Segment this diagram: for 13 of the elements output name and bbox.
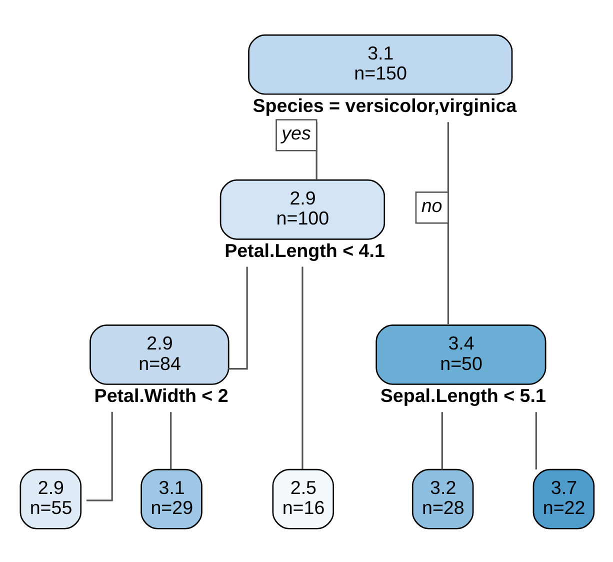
connector [170, 412, 172, 469]
node-label: Petal.Length < 4.1 [224, 239, 385, 260]
connector [441, 412, 443, 469]
node-label: Species = versicolor,virginica [252, 94, 517, 116]
node-label: Petal.Width < 2 [94, 384, 228, 406]
node-label: Sepal.Length < 5.1 [380, 384, 546, 406]
connector [86, 411, 113, 501]
connector [302, 266, 304, 469]
connector [535, 412, 537, 469]
edge-label: no [421, 194, 442, 216]
edge-label: yes [282, 122, 311, 143]
connector [447, 122, 449, 324]
connector [228, 266, 248, 370]
